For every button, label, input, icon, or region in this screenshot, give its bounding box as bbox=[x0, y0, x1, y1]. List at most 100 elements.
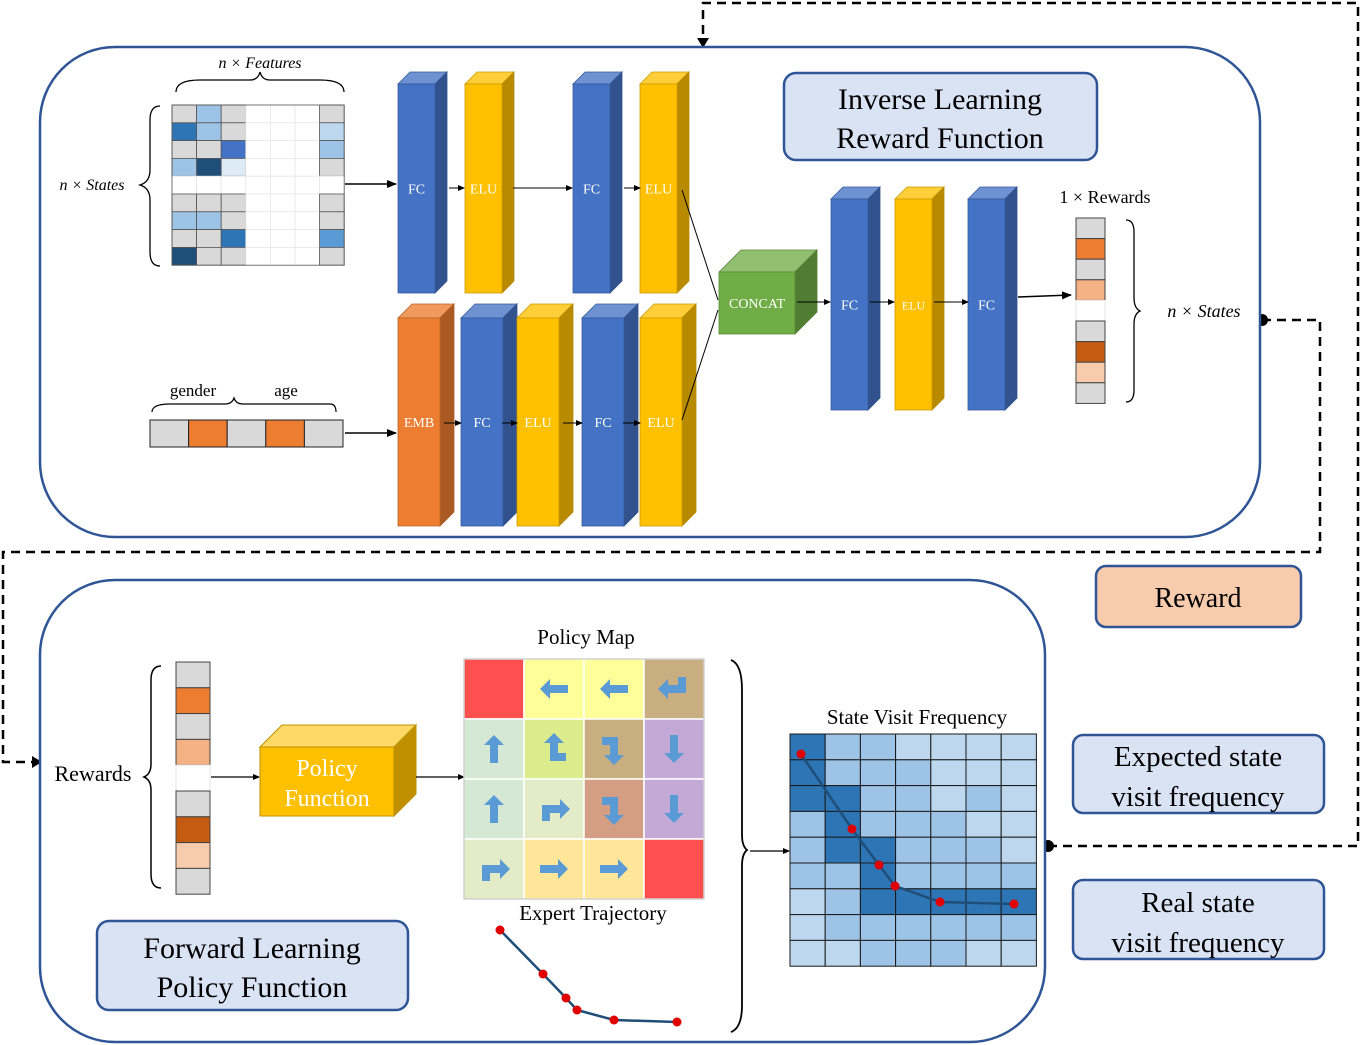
fc-layer: FC bbox=[572, 71, 623, 294]
feature-cell bbox=[196, 157, 222, 177]
feature-cell bbox=[319, 229, 345, 248]
out-states-label: n × States bbox=[1167, 301, 1240, 321]
feature-cell bbox=[269, 229, 296, 248]
fc-layer: FC bbox=[460, 303, 518, 527]
policy-map-border bbox=[463, 658, 705, 900]
svf-cell bbox=[930, 759, 967, 787]
feature-cell bbox=[196, 211, 222, 231]
feature-cell bbox=[171, 246, 198, 266]
reward-cell bbox=[1075, 238, 1106, 260]
features-label: n × Features bbox=[218, 55, 301, 72]
fc-layer: FC bbox=[581, 303, 639, 527]
trajectory-point bbox=[538, 969, 548, 979]
feature-cell bbox=[220, 193, 247, 213]
trajectory-point bbox=[572, 1005, 582, 1015]
svf-cell bbox=[824, 733, 861, 761]
expert-trajectory-line bbox=[499, 929, 678, 1024]
forward-title-line1: Forward Learning bbox=[143, 932, 360, 965]
feature-cell bbox=[220, 104, 247, 124]
feature-cell bbox=[220, 140, 247, 159]
svf-cell bbox=[965, 862, 1002, 890]
trajectory-point bbox=[561, 993, 571, 1003]
feature-cell bbox=[171, 104, 198, 124]
svf-cell bbox=[859, 733, 897, 761]
svf-cell bbox=[895, 862, 932, 890]
concat-layer: CONCAT bbox=[718, 249, 818, 335]
real-line2: visit frequency bbox=[1111, 927, 1285, 959]
feature-cell bbox=[269, 193, 296, 213]
features-brace bbox=[175, 71, 345, 93]
feature-cell bbox=[220, 122, 247, 142]
feature-cell bbox=[319, 175, 345, 195]
svf-cell bbox=[1000, 733, 1037, 761]
feature-cell bbox=[196, 246, 222, 266]
feature-cell bbox=[220, 246, 247, 266]
feature-cell bbox=[196, 104, 222, 124]
elu-layer-label: ELU bbox=[902, 299, 926, 313]
reward-cell bbox=[1075, 382, 1106, 404]
svf-cell bbox=[824, 836, 861, 864]
state-visit-frequency-grid bbox=[789, 733, 1037, 967]
svf-cell bbox=[930, 914, 967, 941]
svf-trajectory-point bbox=[935, 897, 945, 907]
feature-cell bbox=[220, 157, 247, 177]
feature-cell bbox=[220, 229, 247, 248]
feature-cell bbox=[294, 157, 321, 177]
feature-cell bbox=[269, 140, 296, 159]
reward-vector-bottom bbox=[175, 661, 211, 895]
expected-svf-box bbox=[1071, 733, 1326, 815]
svf-cell bbox=[895, 759, 932, 787]
policy-map bbox=[463, 658, 705, 900]
svf-cell bbox=[789, 836, 826, 864]
feature-cell bbox=[294, 104, 321, 124]
svf-cell bbox=[930, 939, 967, 967]
layer-connectors bbox=[444, 185, 1072, 426]
rewards-label: 1 × Rewards bbox=[1059, 187, 1150, 207]
feature-cell bbox=[171, 140, 198, 159]
loop-arrowhead-bottom bbox=[32, 756, 42, 768]
policy-function-line1: Policy bbox=[296, 756, 357, 782]
reward-cell bbox=[175, 713, 211, 740]
policy-function-line2: Function bbox=[284, 786, 369, 812]
svf-cell bbox=[1000, 914, 1037, 941]
policy-cell bbox=[643, 838, 705, 900]
reward-box-label: Reward bbox=[1154, 583, 1241, 614]
demographic-cell bbox=[226, 419, 267, 448]
gender-label: gender bbox=[170, 381, 217, 400]
policy-arrow-icon bbox=[602, 737, 624, 765]
svf-cell bbox=[965, 939, 1002, 967]
reward-cell bbox=[175, 790, 211, 818]
policy-arrow-icon bbox=[600, 859, 628, 879]
elu-layer-label: ELU bbox=[470, 183, 497, 198]
policy-arrow-icon bbox=[540, 679, 568, 699]
svf-cell bbox=[859, 888, 897, 916]
feature-cell bbox=[171, 211, 198, 231]
policy-arrow-icon bbox=[540, 859, 568, 879]
feature-matrix-border bbox=[171, 104, 345, 266]
feature-cell bbox=[269, 104, 296, 124]
feature-matrix bbox=[171, 104, 345, 266]
policy-arrow-icon bbox=[658, 677, 686, 699]
reward-cell bbox=[1075, 341, 1106, 363]
svf-cell bbox=[859, 810, 897, 838]
feature-cell bbox=[294, 140, 321, 159]
feature-cell bbox=[269, 157, 296, 177]
svf-cell bbox=[930, 836, 967, 864]
real-svf-box bbox=[1071, 878, 1326, 961]
demographic-cell bbox=[188, 419, 228, 448]
reward-cell bbox=[1075, 279, 1106, 301]
emb-layer: EMB bbox=[397, 303, 455, 527]
svf-cell bbox=[895, 836, 932, 864]
reward-brace-top bbox=[1125, 219, 1142, 403]
feature-cell bbox=[319, 193, 345, 213]
feature-cell bbox=[245, 175, 271, 195]
inverse-learning-title-box bbox=[782, 71, 1099, 162]
reward-cell bbox=[1075, 361, 1106, 384]
svf-cell bbox=[895, 914, 932, 941]
states-label: n × States bbox=[59, 177, 124, 194]
feature-cell bbox=[245, 157, 271, 177]
svf-cell bbox=[789, 862, 826, 890]
inverse-title-line1: Inverse Learning bbox=[838, 83, 1042, 116]
policy-map-title: Policy Map bbox=[537, 625, 634, 649]
svf-title: State Visit Frequency bbox=[827, 705, 1008, 729]
